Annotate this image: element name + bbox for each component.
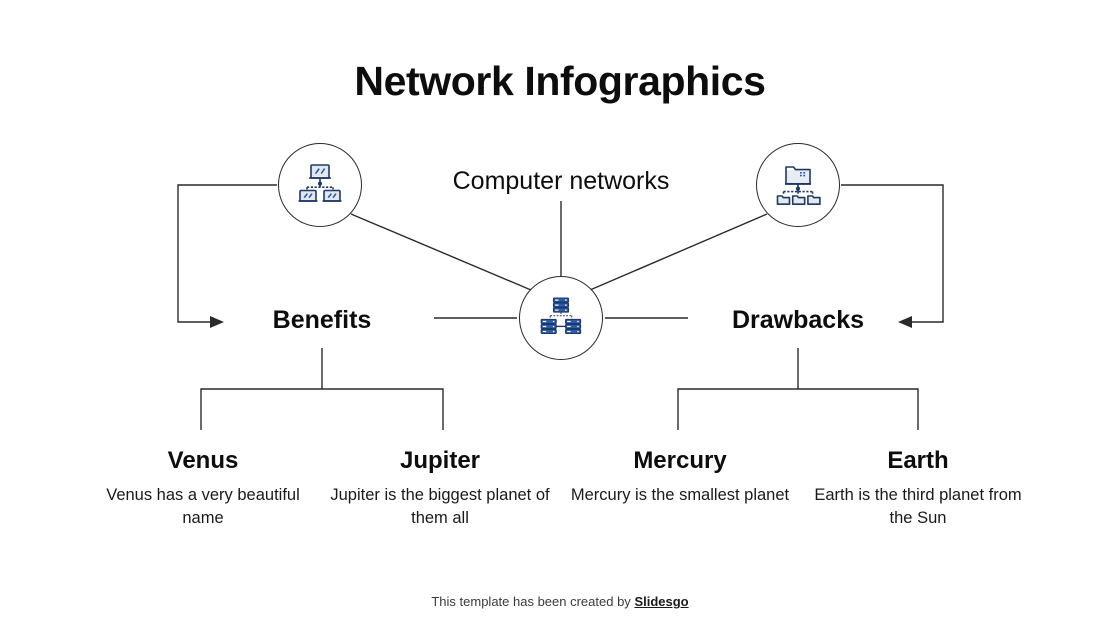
leaf-title-venus: Venus (167, 447, 239, 474)
bracket-benefits-bar (200, 388, 444, 430)
node-center[interactable] (519, 276, 603, 360)
monitor-laptops-network-icon (296, 161, 344, 209)
leaf-mercury: Mercury Mercury is the smallest planet (570, 447, 790, 507)
shared-folder-network-icon (774, 161, 822, 209)
connector-topright-to-center (589, 213, 768, 291)
leaf-jupiter: Jupiter Jupiter is the biggest planet of… (330, 447, 550, 530)
connector-arrow-right (841, 184, 944, 323)
connector-topleft-to-center (350, 213, 532, 291)
branch-label-benefits: Benefits (272, 306, 372, 334)
footer-text: This template has been created by (431, 594, 631, 609)
slidesgo-link[interactable]: Slidesgo (634, 594, 689, 609)
leaf-description-jupiter: Jupiter is the biggest planet of them al… (330, 485, 550, 528)
center-node-label: Computer networks (452, 167, 670, 195)
leaf-description-earth: Earth is the third planet from the Sun (814, 485, 1022, 528)
leaf-earth: Earth Earth is the third planet from the… (808, 447, 1028, 530)
footer-credit: This template has been created by Slides… (0, 594, 1120, 609)
leaf-title-earth: Earth (887, 447, 949, 474)
leaf-description-mercury: Mercury is the smallest planet (570, 485, 790, 504)
page-title: Network Infographics (354, 58, 766, 104)
branch-label-drawbacks: Drawbacks (731, 306, 865, 334)
leaf-title-jupiter: Jupiter (399, 447, 480, 474)
bracket-drawbacks-bar (677, 388, 919, 430)
connector-arrow-left (177, 184, 277, 323)
node-top-left[interactable] (278, 143, 362, 227)
leaf-description-venus: Venus has a very beautiful name (106, 485, 300, 528)
server-racks-icon (538, 295, 584, 341)
node-top-right[interactable] (756, 143, 840, 227)
leaf-title-mercury: Mercury (633, 447, 727, 474)
leaf-venus: Venus Venus has a very beautiful name (93, 447, 313, 530)
